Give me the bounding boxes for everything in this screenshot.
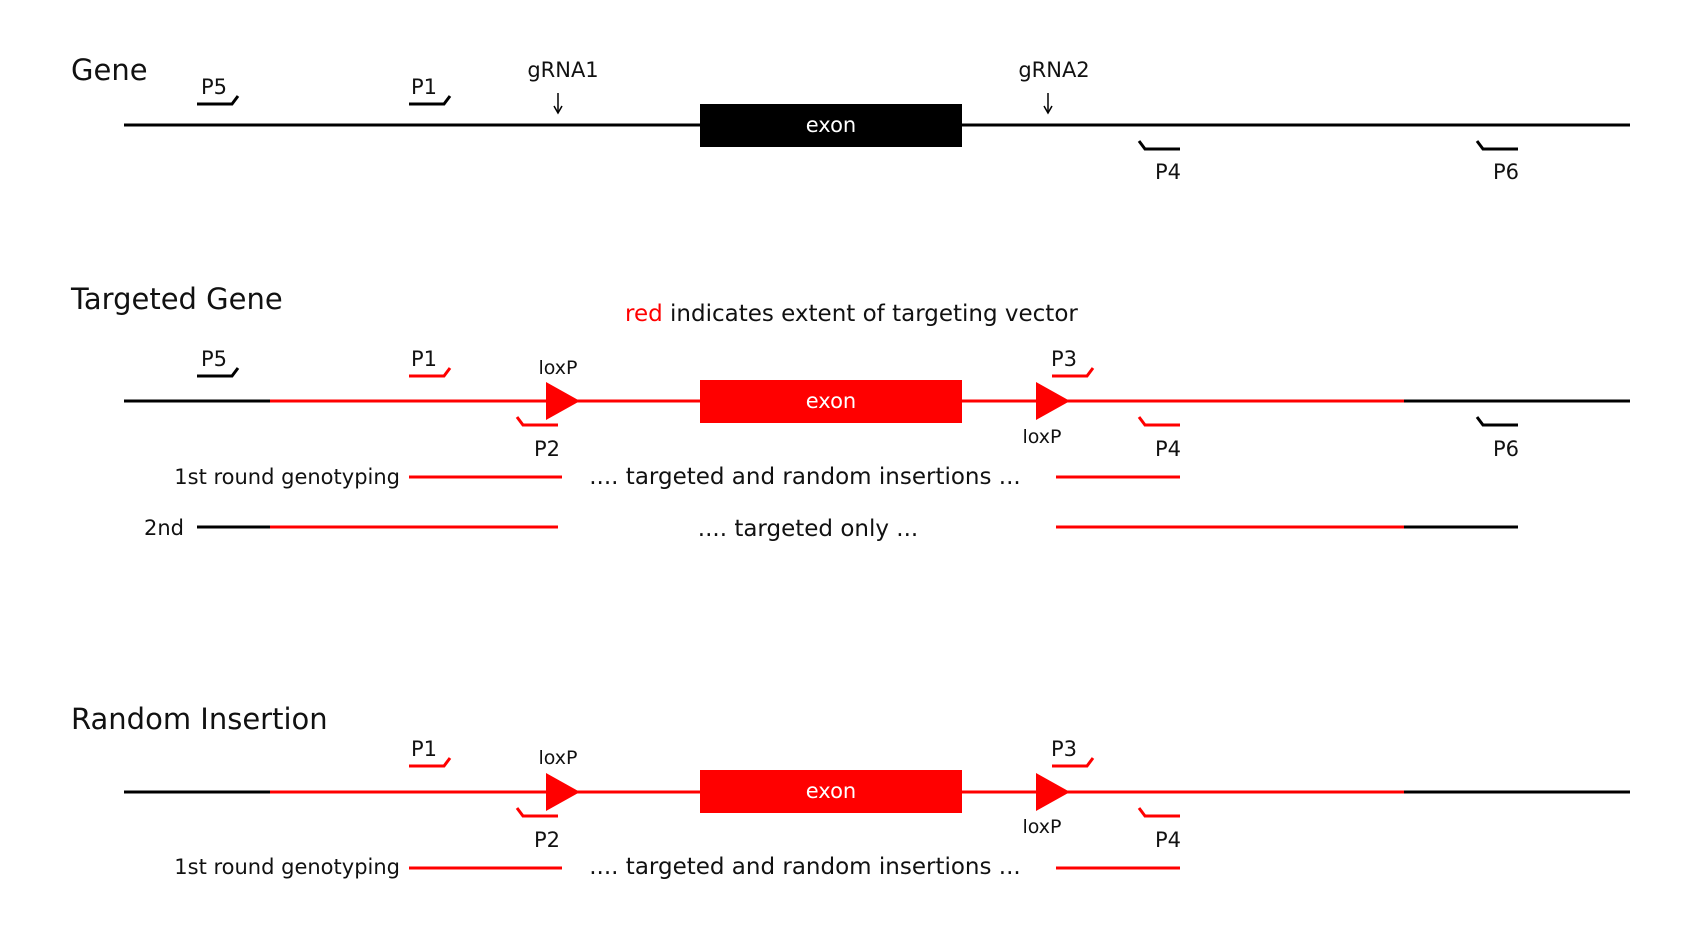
- random-round1-text: .... targeted and random insertions ...: [589, 854, 1021, 880]
- gene-p4-label: P4: [1155, 160, 1181, 184]
- targeted-gene-panel: Targeted Gene red indicates extent of ta…: [70, 282, 1630, 542]
- random-round1-label: 1st round genotyping: [174, 855, 400, 879]
- targeted-p6-primer-icon: [1475, 416, 1518, 427]
- targeted-p2-primer-icon: [515, 416, 558, 427]
- targeted-loxp-left-label: loxP: [538, 357, 577, 379]
- gene-exon-box: [700, 104, 962, 147]
- random-p2-label: P2: [534, 828, 560, 852]
- targeted-p1-primer-icon: [409, 367, 452, 378]
- random-loxp-right-label: loxP: [1022, 816, 1061, 838]
- grna2-label: gRNA2: [1018, 58, 1089, 82]
- targeted-exon-label: exon: [806, 389, 857, 413]
- gene-exon-label: exon: [806, 113, 857, 137]
- targeted-p5-label: P5: [201, 347, 227, 371]
- random-loxp-left-label: loxP: [538, 747, 577, 769]
- random-exon-label: exon: [806, 779, 857, 803]
- targeted-gene-title: Targeted Gene: [70, 282, 283, 316]
- random-p3-primer-icon: [1052, 757, 1095, 768]
- targeted-round2-label: 2nd: [144, 516, 184, 540]
- gene-p1-label: P1: [411, 75, 437, 99]
- random-loxp-right-icon: [1036, 773, 1070, 811]
- gene-p6-primer-icon: [1475, 140, 1518, 151]
- gene-title: Gene: [71, 53, 148, 87]
- gene-p5-primer-icon: [197, 95, 240, 106]
- random-loxp-left-icon: [546, 773, 580, 811]
- random-insertion-title: Random Insertion: [71, 702, 328, 736]
- targeted-p2-label: P2: [534, 437, 560, 461]
- targeted-p4-primer-icon: [1137, 416, 1180, 427]
- grna2-arrow-icon: [1043, 93, 1053, 115]
- targeting-vector-legend: red indicates extent of targeting vector: [625, 301, 1078, 327]
- targeted-loxp-left-icon: [546, 382, 580, 420]
- legend-red-word: red: [625, 301, 663, 327]
- random-p3-label: P3: [1051, 737, 1077, 761]
- targeted-p4-label: P4: [1155, 437, 1181, 461]
- random-p4-primer-icon: [1137, 807, 1180, 818]
- targeted-p3-primer-icon: [1052, 367, 1095, 378]
- targeted-round1-text: .... targeted and random insertions ...: [589, 464, 1021, 490]
- gene-p1-primer-icon: [409, 95, 452, 106]
- gene-p4-primer-icon: [1137, 140, 1180, 151]
- random-p2-primer-icon: [515, 807, 558, 818]
- targeted-exon-box: [700, 380, 962, 423]
- targeted-round2-text: .... targeted only ...: [698, 516, 918, 542]
- targeted-p3-label: P3: [1051, 347, 1077, 371]
- grna1-label: gRNA1: [527, 58, 598, 82]
- targeted-p1-label: P1: [411, 347, 437, 371]
- targeted-round1-label: 1st round genotyping: [174, 465, 400, 489]
- gene-p6-label: P6: [1493, 160, 1519, 184]
- random-exon-box: [700, 770, 962, 813]
- legend-rest-text: indicates extent of targeting vector: [663, 301, 1079, 327]
- grna1-arrow-icon: [553, 93, 563, 115]
- targeted-loxp-right-label: loxP: [1022, 426, 1061, 448]
- random-insertion-panel: Random Insertion exon loxP loxP P1 P2 P3…: [71, 702, 1630, 880]
- random-p4-label: P4: [1155, 828, 1181, 852]
- gene-panel: Gene exon gRNA1 gRNA2 P5 P1 P4 P6: [71, 53, 1630, 184]
- targeted-loxp-right-icon: [1036, 382, 1070, 420]
- targeted-p5-primer-icon: [197, 367, 240, 378]
- random-p1-primer-icon: [409, 757, 452, 768]
- targeted-p6-label: P6: [1493, 437, 1519, 461]
- random-p1-label: P1: [411, 737, 437, 761]
- gene-p5-label: P5: [201, 75, 227, 99]
